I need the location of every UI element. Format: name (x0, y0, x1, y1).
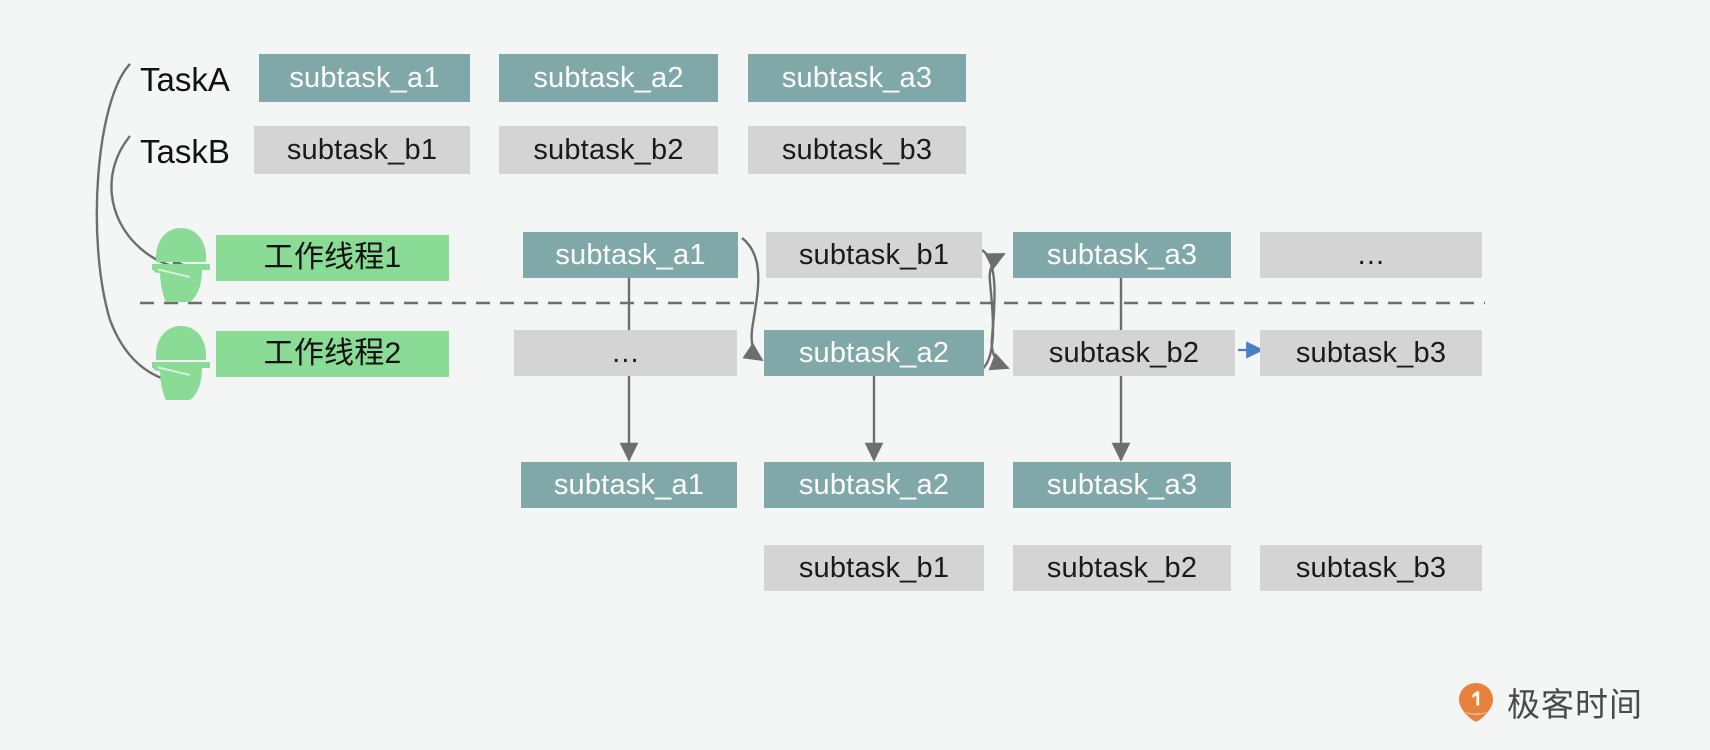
queue-b-item-0-label: subtask_b1 (286, 133, 438, 166)
worker-thread-2-label[interactable]: 工作线程2 (216, 331, 449, 377)
timeline-t2-slot-0[interactable]: … (514, 330, 737, 376)
result-a-2[interactable]: subtask_a3 (1013, 462, 1231, 508)
worker-thread-1-label[interactable]: 工作线程1 (216, 235, 449, 281)
timeline-t1-slot-3[interactable]: … (1260, 232, 1482, 278)
timeline-t2-slot-2-label: subtask_b2 (1048, 336, 1200, 369)
queue-b-item-1[interactable]: subtask_b2 (499, 126, 718, 174)
timeline-t2-slot-2[interactable]: subtask_b2 (1013, 330, 1235, 376)
task-label-a: TaskA (140, 60, 230, 98)
timeline-t1-slot-0-label: subtask_a1 (555, 238, 706, 271)
queue-a-item-1-label: subtask_a2 (533, 61, 684, 94)
worker-thread-2-text: 工作线程2 (263, 337, 402, 370)
queue-b-item-2-label: subtask_b3 (781, 133, 933, 166)
geektime-logo-icon (1455, 681, 1497, 723)
handoff-a1-to-a2 (741, 237, 764, 362)
task-label-b-text: TaskB (140, 132, 230, 170)
timeline-t1-slot-0[interactable]: subtask_a1 (523, 232, 738, 278)
result-a-0[interactable]: subtask_a1 (521, 462, 737, 508)
brand-name: 极客时间 (1507, 685, 1643, 724)
timeline-t2-slot-3[interactable]: subtask_b3 (1260, 330, 1482, 376)
queue-a-item-2[interactable]: subtask_a3 (748, 54, 966, 102)
timeline-t1-slot-1[interactable]: subtask_b1 (766, 232, 982, 278)
timeline-t1-slot-2-label: subtask_a3 (1046, 238, 1198, 271)
queue-b-item-0[interactable]: subtask_b1 (254, 126, 470, 174)
handoff-b1-to-b2 (981, 249, 1010, 371)
timeline-t2-slot-0-label: … (610, 336, 641, 369)
result-b-1[interactable]: subtask_b2 (1013, 545, 1231, 591)
result-a-0-label: subtask_a1 (553, 468, 705, 501)
timeline-t1-slot-3-label: … (1356, 238, 1386, 271)
result-b-0[interactable]: subtask_b1 (764, 545, 984, 591)
queue-b-item-1-label: subtask_b2 (533, 133, 684, 166)
timeline-t2-slot-3-label: subtask_b3 (1295, 336, 1447, 369)
queue-a-item-2-label: subtask_a3 (781, 61, 933, 94)
queue-a-item-0-label: subtask_a1 (289, 61, 440, 94)
timeline-t2-slot-1[interactable]: subtask_a2 (764, 330, 984, 376)
timeline-t1-slot-1-label: subtask_b1 (798, 238, 950, 271)
result-a-2-label: subtask_a3 (1046, 468, 1198, 501)
worker-thread-1-text: 工作线程1 (263, 241, 402, 274)
queue-b-item-2[interactable]: subtask_b3 (748, 126, 966, 174)
queue-a-item-1[interactable]: subtask_a2 (499, 54, 718, 102)
task-label-a-text: TaskA (140, 60, 230, 98)
result-b-2-label: subtask_b3 (1295, 551, 1447, 584)
timeline-t1-slot-2[interactable]: subtask_a3 (1013, 232, 1231, 278)
result-b-0-label: subtask_b1 (798, 551, 950, 584)
task-label-b: TaskB (140, 132, 230, 170)
timeline-t2-slot-1-label: subtask_a2 (798, 336, 950, 369)
brand-logo: 极客时间 (1455, 678, 1643, 726)
result-a-1-label: subtask_a2 (798, 468, 950, 501)
result-b-1-label: subtask_b2 (1046, 551, 1198, 584)
worker-helmet-icon-2 (150, 320, 212, 402)
worker-helmet-icon-1 (150, 222, 212, 304)
result-b-2[interactable]: subtask_b3 (1260, 545, 1482, 591)
queue-a-item-0[interactable]: subtask_a1 (259, 54, 470, 102)
result-a-1[interactable]: subtask_a2 (764, 462, 984, 508)
